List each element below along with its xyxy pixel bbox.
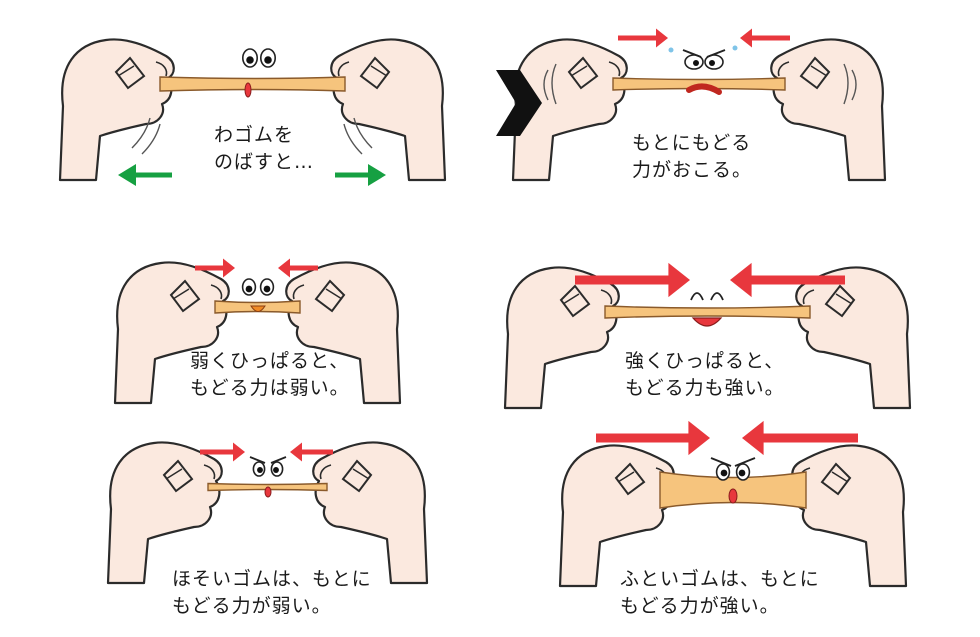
eye (690, 292, 704, 301)
pupil (738, 469, 746, 477)
arrow-head (668, 262, 690, 298)
motion-lines (343, 117, 373, 155)
right-hand-icon (792, 445, 906, 586)
left-hand-icon (106, 441, 223, 585)
caption-line: 強くひっぱると、 (625, 350, 785, 372)
caption-line: 力がおこる。 (632, 159, 753, 181)
arrow-head (730, 262, 752, 298)
caption-line: ふといゴムは、もとに (620, 568, 820, 590)
pupil (693, 60, 699, 66)
pupil (257, 467, 263, 473)
pupil (720, 469, 728, 477)
arrow-head (742, 420, 764, 456)
rubber-band (159, 76, 346, 92)
right-hand-icon (331, 39, 445, 180)
arrow-head (233, 442, 245, 462)
eyebrows (249, 456, 287, 464)
eye (710, 292, 724, 301)
right-hand-icon (313, 442, 427, 583)
arrow-head (688, 420, 710, 456)
eyebrows (682, 49, 726, 58)
caption-strong-pull: 強くひっぱると、 もどる力も強い。 (625, 348, 785, 402)
arrow-head (740, 28, 752, 48)
caption-line: 弱くひっぱると、 (190, 350, 350, 372)
mouth (686, 83, 722, 95)
chevron-right-icon (496, 70, 542, 136)
mouth (728, 488, 738, 504)
caption-line: もどる力が弱い。 (172, 595, 332, 617)
left-hand-icon (58, 38, 175, 182)
mouth (244, 82, 252, 98)
pupil (264, 56, 272, 64)
caption-line: もどる力は弱い。 (190, 377, 350, 399)
pupil (263, 285, 271, 293)
caption-weak-pull: 弱くひっぱると、 もどる力は弱い。 (190, 348, 350, 402)
panel-stretch (58, 38, 445, 186)
sweat-drop-icon (668, 47, 674, 53)
arrow-head (223, 258, 235, 278)
arrow-head (278, 258, 290, 278)
pupil (245, 285, 253, 293)
panel-thin-band (106, 441, 427, 585)
caption-line: ほそいゴムは、もとに (172, 568, 372, 590)
rubber-band (604, 305, 811, 319)
arrow-head (118, 164, 136, 186)
sweat-drop-icon (732, 45, 738, 51)
arrow-head (290, 442, 302, 462)
mouth (250, 305, 266, 312)
mouth (264, 486, 272, 498)
caption-line: もとにもどる (632, 132, 752, 154)
caption-stretch: わゴムを のばすと… (214, 122, 314, 176)
shake-lines (543, 63, 557, 105)
pupil (709, 60, 715, 66)
panel-strong-pull (503, 262, 910, 410)
caption-line: もどる力も強い。 (625, 377, 785, 399)
motion-lines (131, 117, 161, 155)
right-hand-icon (771, 39, 885, 180)
caption-line: もどる力が強い。 (620, 595, 780, 617)
caption-thick-band: ふといゴムは、もとに もどる力が強い。 (620, 566, 820, 620)
pupil (273, 467, 279, 473)
caption-line: のばすと… (214, 151, 315, 173)
panel-restore (511, 28, 885, 182)
left-hand-icon (503, 266, 620, 410)
shake-lines (843, 63, 857, 105)
arrow-head (368, 164, 386, 186)
eyebrows (710, 457, 756, 467)
caption-line: わゴムを (214, 124, 295, 146)
caption-restore: もとにもどる 力がおこる。 (632, 130, 752, 184)
caption-thin-band: ほそいゴムは、もとに もどる力が弱い。 (172, 566, 372, 620)
pupil (246, 56, 254, 64)
left-hand-icon (558, 444, 675, 588)
arrow-head (656, 28, 668, 48)
mouth (691, 317, 723, 327)
panel-thick-band (558, 420, 906, 588)
right-hand-icon (796, 267, 910, 408)
panel-weak-pull (113, 258, 400, 405)
